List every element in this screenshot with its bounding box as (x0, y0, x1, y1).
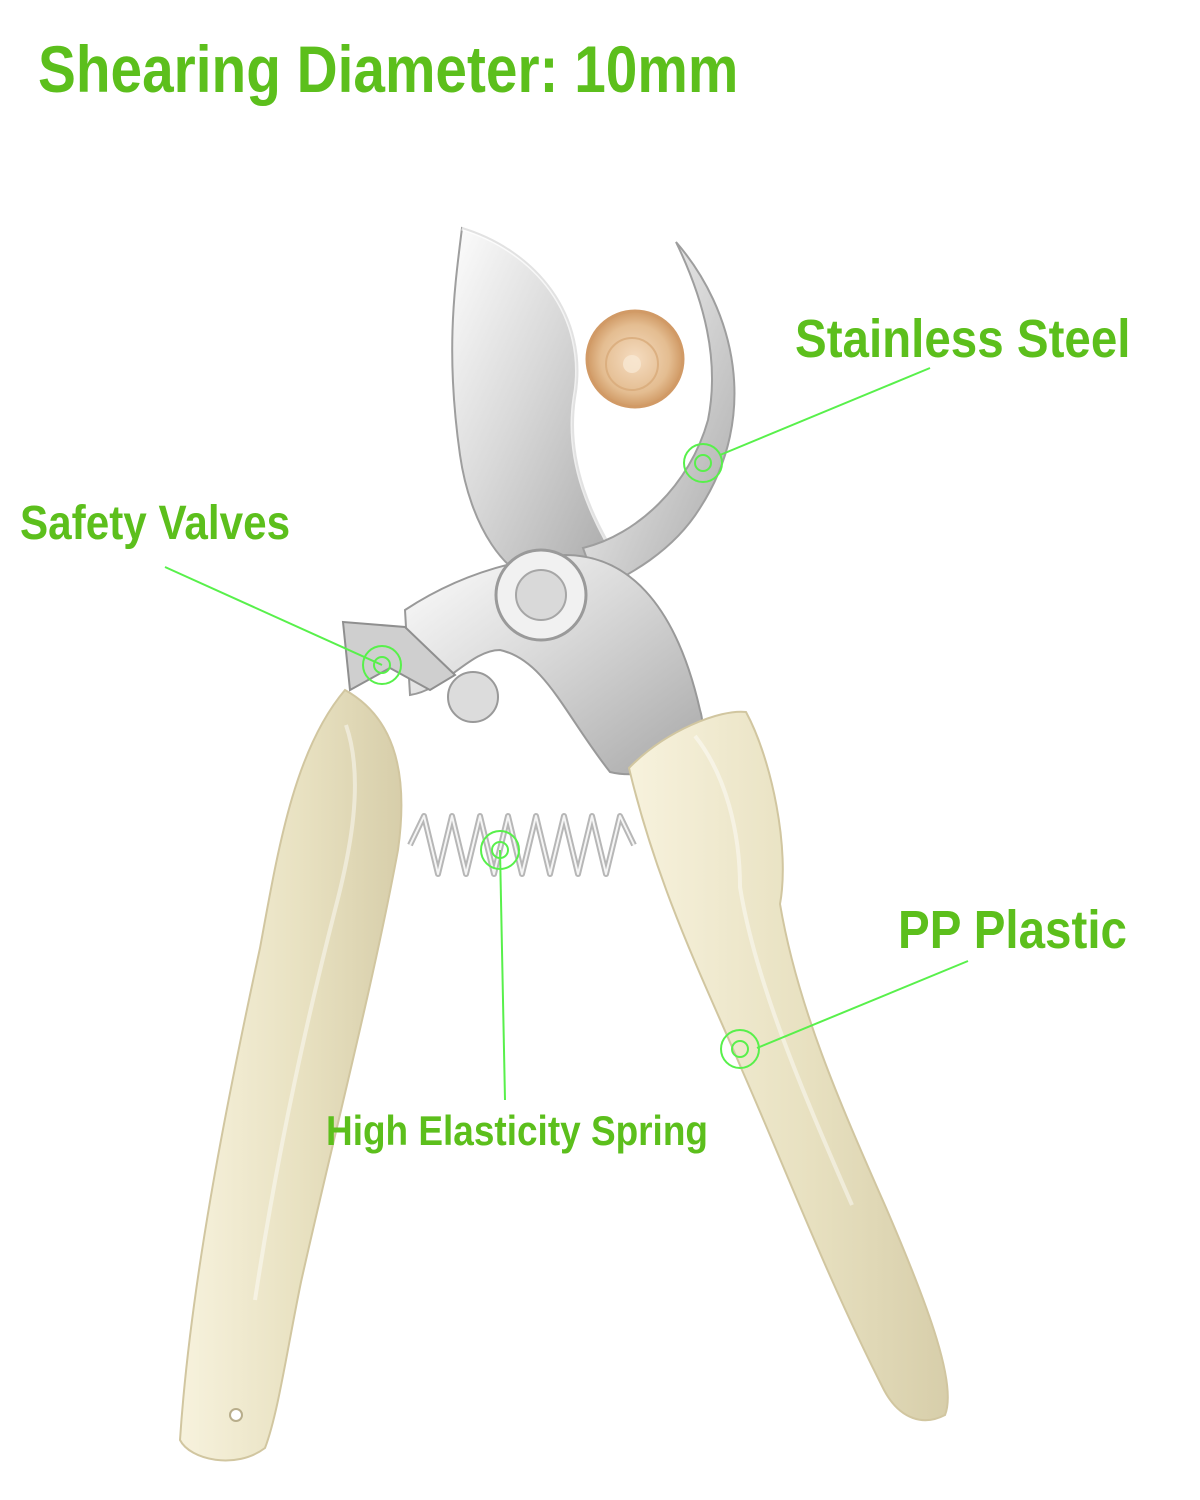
left-handle (178, 688, 403, 1462)
coil-spring (407, 813, 637, 877)
safety-valves-leader-line (164, 566, 383, 666)
high-elasticity-spring-label: High Elasticity Spring (326, 1107, 708, 1154)
pivot-bolt-inner (515, 569, 567, 621)
target-icon (480, 830, 520, 870)
spring-leader-line (499, 849, 506, 1101)
left-handle-ridge (253, 724, 357, 1301)
headline: Shearing Diameter: 10mm (38, 32, 739, 106)
wood-disc-ring (605, 337, 659, 391)
right-handle-ridge (693, 734, 854, 1206)
safety-valves-label: Safety Valves (20, 497, 291, 550)
blade-edge (461, 225, 618, 557)
stainless-steel-leader-line (719, 367, 931, 456)
handle-hanging-hole (229, 1408, 243, 1422)
target-icon (683, 443, 723, 483)
main-blade (451, 226, 617, 587)
coil-spring-highlight (409, 815, 635, 875)
target-icon (362, 645, 402, 685)
pp-plastic-label: PP Plastic (898, 900, 1127, 960)
pp-plastic-leader-line (756, 960, 969, 1049)
secondary-rivet (447, 671, 499, 723)
wood-disc-core (623, 355, 641, 373)
target-icon (720, 1029, 760, 1069)
right-handle (627, 710, 949, 1422)
stainless-steel-label: Stainless Steel (795, 309, 1131, 369)
